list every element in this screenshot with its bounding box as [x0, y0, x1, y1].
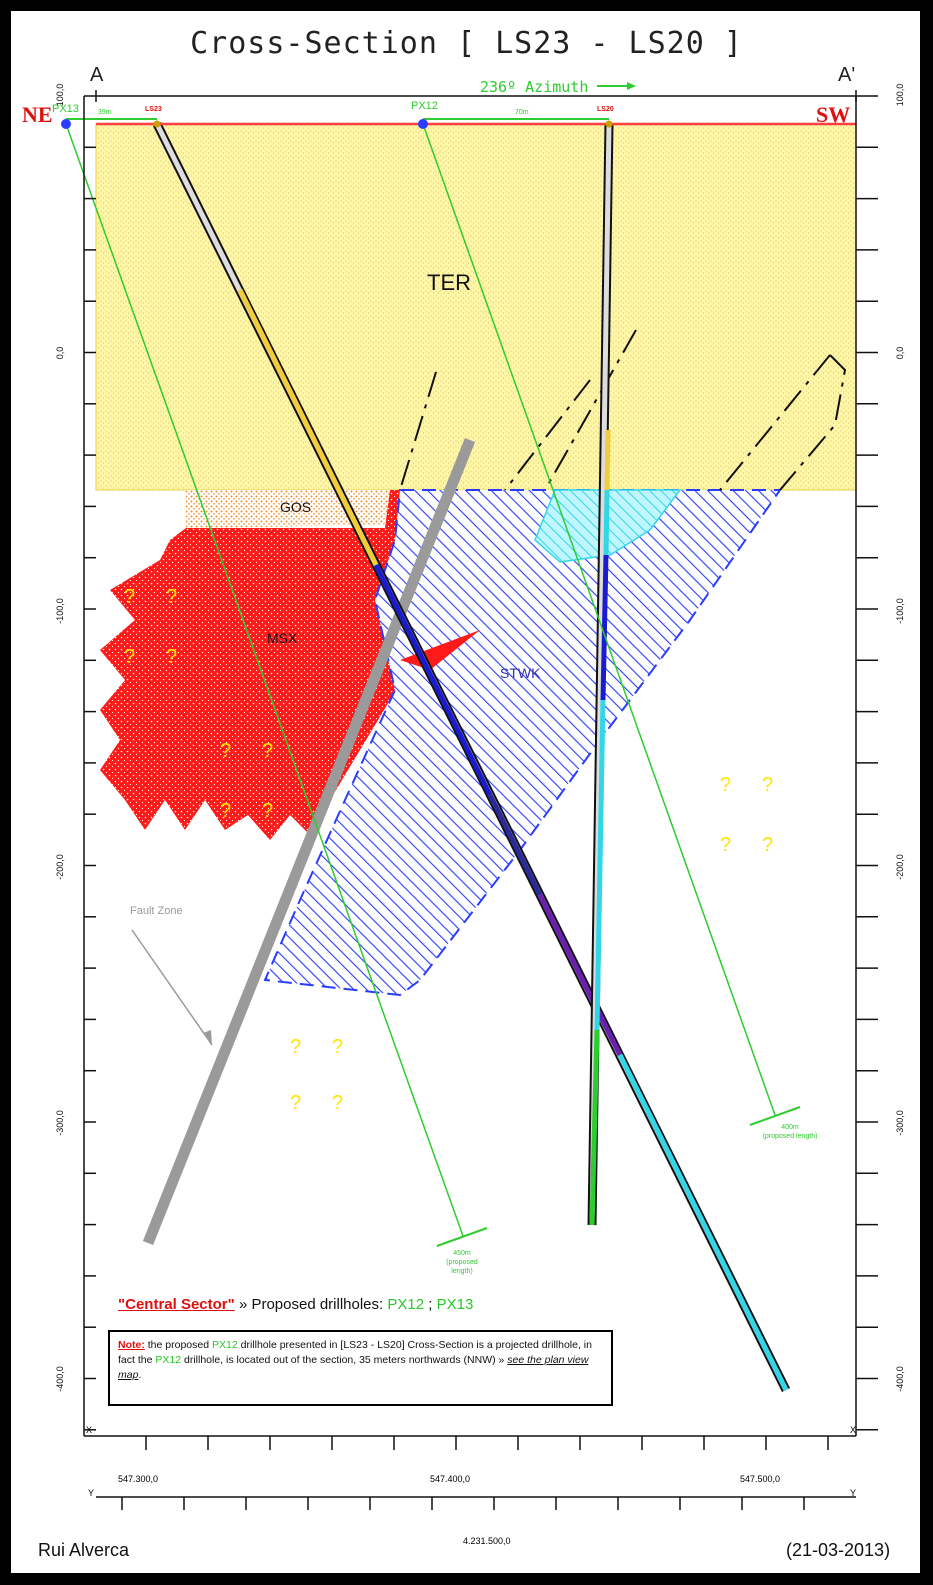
drillhole-ls23	[152, 121, 791, 1393]
unknown-marker: ?	[124, 586, 136, 608]
page-title: Cross-Section [ LS23 - LS20 ]	[190, 26, 743, 61]
note-px12-a: PX12	[212, 1339, 238, 1351]
author: Rui Alverca	[38, 1540, 130, 1560]
unknown-marker: ?	[262, 800, 274, 822]
proposed-px13	[65, 123, 464, 1237]
stwk-label: STWK	[500, 665, 541, 681]
section-start-label: A	[90, 64, 104, 86]
px12-distance: 70m	[515, 109, 529, 116]
note-label: Note:	[118, 1339, 145, 1351]
px13-collar-icon	[61, 119, 71, 129]
x-marker-left: X	[86, 1425, 93, 1435]
proposed-px12-end	[749, 1106, 801, 1126]
northing-label: 4.231.500,0	[463, 1536, 511, 1546]
date: (21-03-2013)	[786, 1540, 891, 1560]
legend-sep: ;	[428, 1296, 433, 1313]
unknown-marker: ?	[124, 646, 136, 668]
unknown-marker: ?	[262, 740, 274, 762]
y-marker-right: Y	[850, 1488, 857, 1498]
px12-collar-icon	[418, 119, 428, 129]
unknown-marker: ?	[762, 774, 774, 796]
note-box: Note: the proposed PX12 drillhole presen…	[108, 1330, 613, 1406]
central-sector-label: "Central Sector"	[118, 1296, 235, 1313]
unknown-marker: ?	[332, 1092, 344, 1114]
msx-label: MSX	[267, 630, 298, 646]
px13-label: PX13	[52, 103, 79, 115]
gos-label: GOS	[280, 499, 312, 515]
px12-label: PX12	[411, 100, 438, 112]
elevation-label: -100,0	[895, 598, 905, 624]
note-text-3: drillhole, is located out of the section…	[183, 1354, 505, 1366]
fault-arrow-head	[203, 1030, 212, 1045]
elevation-label: -300,0	[55, 1110, 65, 1136]
ls23-label: LS23	[145, 106, 162, 113]
px13-length-label: 450m(proposed length)	[446, 1250, 478, 1275]
direction-sw: SW	[816, 102, 851, 127]
azimuth-label: 236º Azimuth	[480, 78, 589, 96]
px12-length-label: 400m(proposed length)	[762, 1124, 818, 1140]
plan-view-link[interactable]: see the plan view map	[118, 1354, 589, 1381]
unknown-marker: ?	[290, 1036, 302, 1058]
elevation-label: 100,0	[895, 83, 905, 107]
direction-ne: NE	[22, 102, 53, 127]
unknown-marker: ?	[290, 1092, 302, 1114]
proposed-px13-end	[436, 1227, 488, 1247]
legend-text: » Proposed drillholes:	[238, 1296, 384, 1313]
elevation-label: -200,0	[895, 854, 905, 880]
x-marker-right: X	[850, 1425, 857, 1435]
legend: "Central Sector" » Proposed drillholes: …	[118, 1296, 473, 1313]
elevation-label: -100,0	[55, 598, 65, 624]
fault-zone-label: Fault Zone	[130, 905, 183, 917]
elevation-label: -400,0	[895, 1366, 905, 1392]
elevation-label: 0,0	[55, 346, 65, 360]
unknown-marker: ?	[720, 834, 732, 856]
y-marker-left: Y	[88, 1488, 95, 1498]
ls20-label: LS20	[597, 106, 614, 113]
unknown-marker: ?	[332, 1036, 344, 1058]
note-px12-b: PX12	[155, 1354, 182, 1366]
easting-label-1: 547.300,0	[118, 1474, 159, 1484]
section-end-label: A'	[838, 64, 856, 86]
legend-px12: PX12	[387, 1296, 425, 1313]
elevation-label: -400,0	[55, 1366, 65, 1392]
elevation-label: -200,0	[55, 854, 65, 880]
note-text-2: drillhole presented in [LS23 - LS20] Cro…	[118, 1339, 592, 1366]
ls23-collar-icon	[153, 120, 161, 128]
structure-lines	[399, 329, 847, 491]
ter-unit	[95, 123, 857, 491]
easting-label-2: 547.400,0	[430, 1474, 471, 1484]
fault-arrow	[131, 929, 213, 1046]
azimuth-arrow-head	[627, 82, 636, 90]
note-text-1: the proposed	[147, 1339, 210, 1351]
ter-label: TER	[427, 270, 471, 295]
px13-distance: 39m	[98, 109, 112, 116]
unknown-marker: ?	[220, 740, 232, 762]
ls20-collar-icon	[605, 120, 613, 128]
note-text-4: .	[138, 1369, 142, 1381]
fault-zone	[142, 437, 476, 1246]
elevation-label: 100,0	[55, 83, 65, 107]
unknown-marker: ?	[166, 586, 178, 608]
drillhole-ls20	[587, 123, 614, 1226]
unknown-marker: ?	[762, 834, 774, 856]
elevation-label: 0,0	[895, 346, 905, 360]
legend-px13: PX13	[436, 1296, 474, 1313]
unknown-marker: ?	[220, 800, 232, 822]
unknown-marker: ?	[166, 646, 178, 668]
proposed-px12	[422, 123, 776, 1116]
elevation-label: -300,0	[895, 1110, 905, 1136]
unknown-marker: ?	[720, 774, 732, 796]
easting-label-3: 547.500,0	[740, 1474, 781, 1484]
